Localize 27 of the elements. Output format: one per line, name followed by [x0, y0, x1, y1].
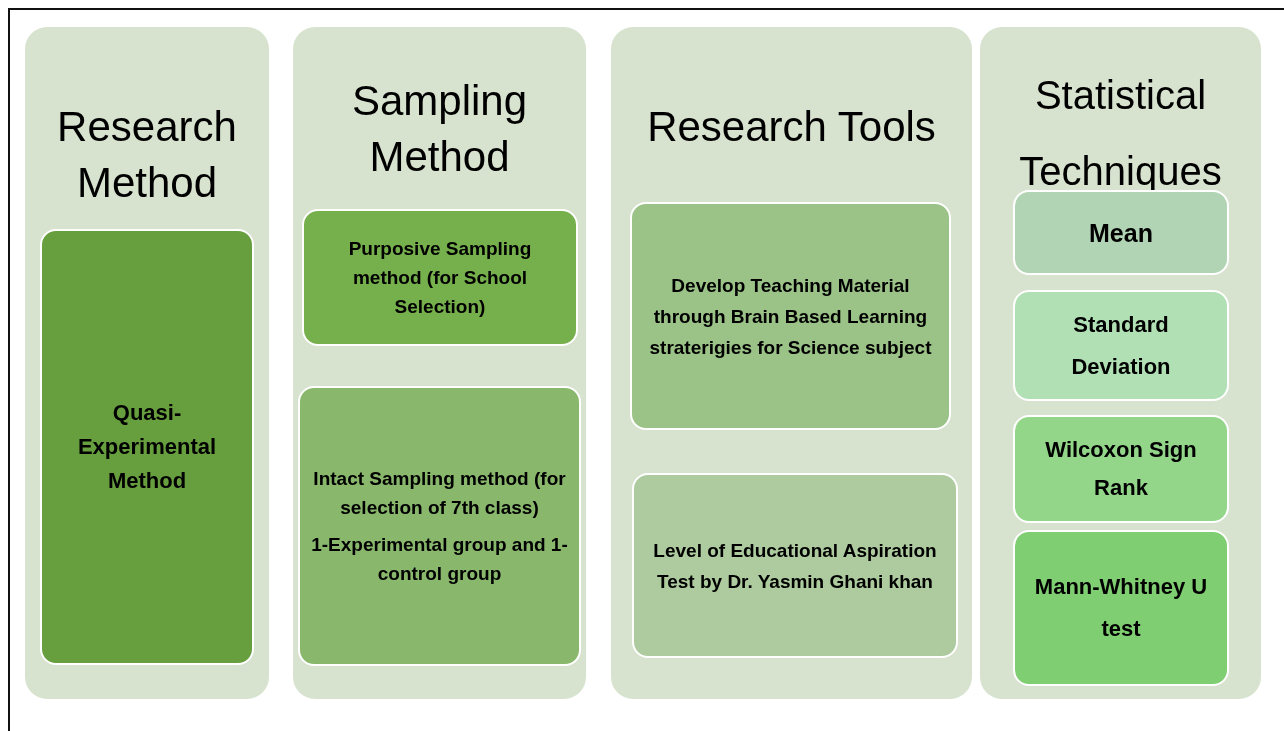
- column-panel: [293, 27, 586, 699]
- item-box: [1013, 415, 1229, 523]
- item-box: [630, 202, 951, 430]
- item-text: Quasi-Experimental Method: [76, 399, 218, 495]
- item-box: [40, 229, 254, 665]
- item-text: Develop Teaching Material through Brain Based Learning straterigies for Science subject: [648, 273, 933, 360]
- item-text: Standard Deviation: [1070, 310, 1172, 381]
- column-heading: Research Tools: [646, 102, 937, 152]
- item-text: Purposive Sampling method (for School Selection): [347, 237, 533, 319]
- item-box: [1013, 530, 1229, 686]
- item-text: Mann-Whitney U test: [1033, 573, 1209, 643]
- item-box: [1013, 290, 1229, 401]
- item-text: Level of Educational Aspiration Test by Dr. Yasmin Ghani khan: [652, 538, 938, 594]
- item-box: [302, 209, 578, 346]
- item-box: [1013, 190, 1229, 275]
- item-text: Wilcoxon Sign Rank: [1044, 436, 1198, 502]
- column-panel: [980, 27, 1261, 699]
- item-text: Mean: [1089, 217, 1153, 249]
- column-heading: Statistical Techniques: [1018, 72, 1223, 195]
- item-text: 1-Experimental group and 1- control group: [310, 533, 569, 586]
- column-heading: Research Method: [56, 102, 238, 208]
- item-box: [632, 473, 958, 658]
- item-text: Intact Sampling method (for selection of 7th class): [312, 467, 567, 520]
- column-heading: Sampling Method: [350, 76, 529, 182]
- column-panel: [25, 27, 269, 699]
- item-box: [298, 386, 581, 666]
- column-panel: [611, 27, 972, 699]
